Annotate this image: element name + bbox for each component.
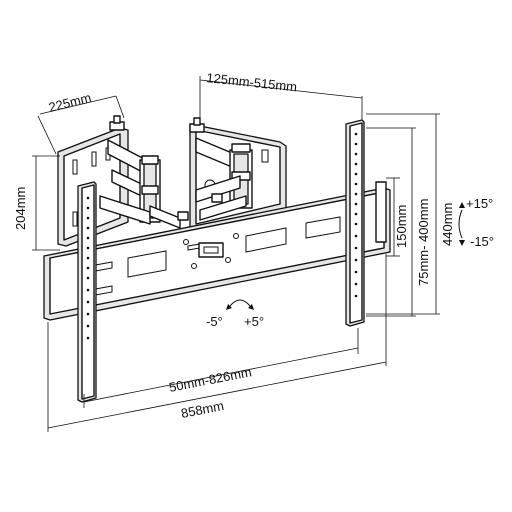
left-vertical-tv-arm (77, 181, 97, 403)
right-vertical-tv-arm (345, 119, 387, 327)
horizontal-rail (43, 187, 391, 321)
swivel-left-label: -5° (206, 314, 223, 329)
dim-arm-extension: 125mm-515mm (199, 70, 363, 120)
dim-label-204: 204mm (13, 187, 28, 230)
dim-label-125-515: 125mm-515mm (206, 70, 298, 94)
dim-label-858: 858mm (180, 398, 225, 421)
dim-total-height: 440mm (366, 113, 455, 315)
dim-total-width: 858mm (47, 254, 387, 432)
dim-vesa-horizontal: 50mm-826mm (83, 328, 359, 408)
tilt-indicator: +15° -15° (458, 196, 494, 249)
dim-vesa-vertical: 75mm- 400mm (366, 127, 431, 317)
tilt-up-label: +15° (466, 196, 493, 211)
dim-label-440: 440mm (440, 203, 455, 246)
dim-label-75-400: 75mm- 400mm (416, 199, 431, 286)
dim-label-150: 150mm (394, 205, 409, 248)
swivel-right-label: +5° (244, 314, 264, 329)
dim-wall-plate-height: 204mm (13, 155, 60, 251)
dim-label-225: 225mm (47, 90, 93, 115)
wall-bracket-assembly (57, 115, 287, 247)
swivel-indicator: -5° +5° (206, 299, 264, 329)
tilt-down-label: -15° (470, 234, 494, 249)
dim-vertical-holes: 150mm (386, 177, 409, 257)
